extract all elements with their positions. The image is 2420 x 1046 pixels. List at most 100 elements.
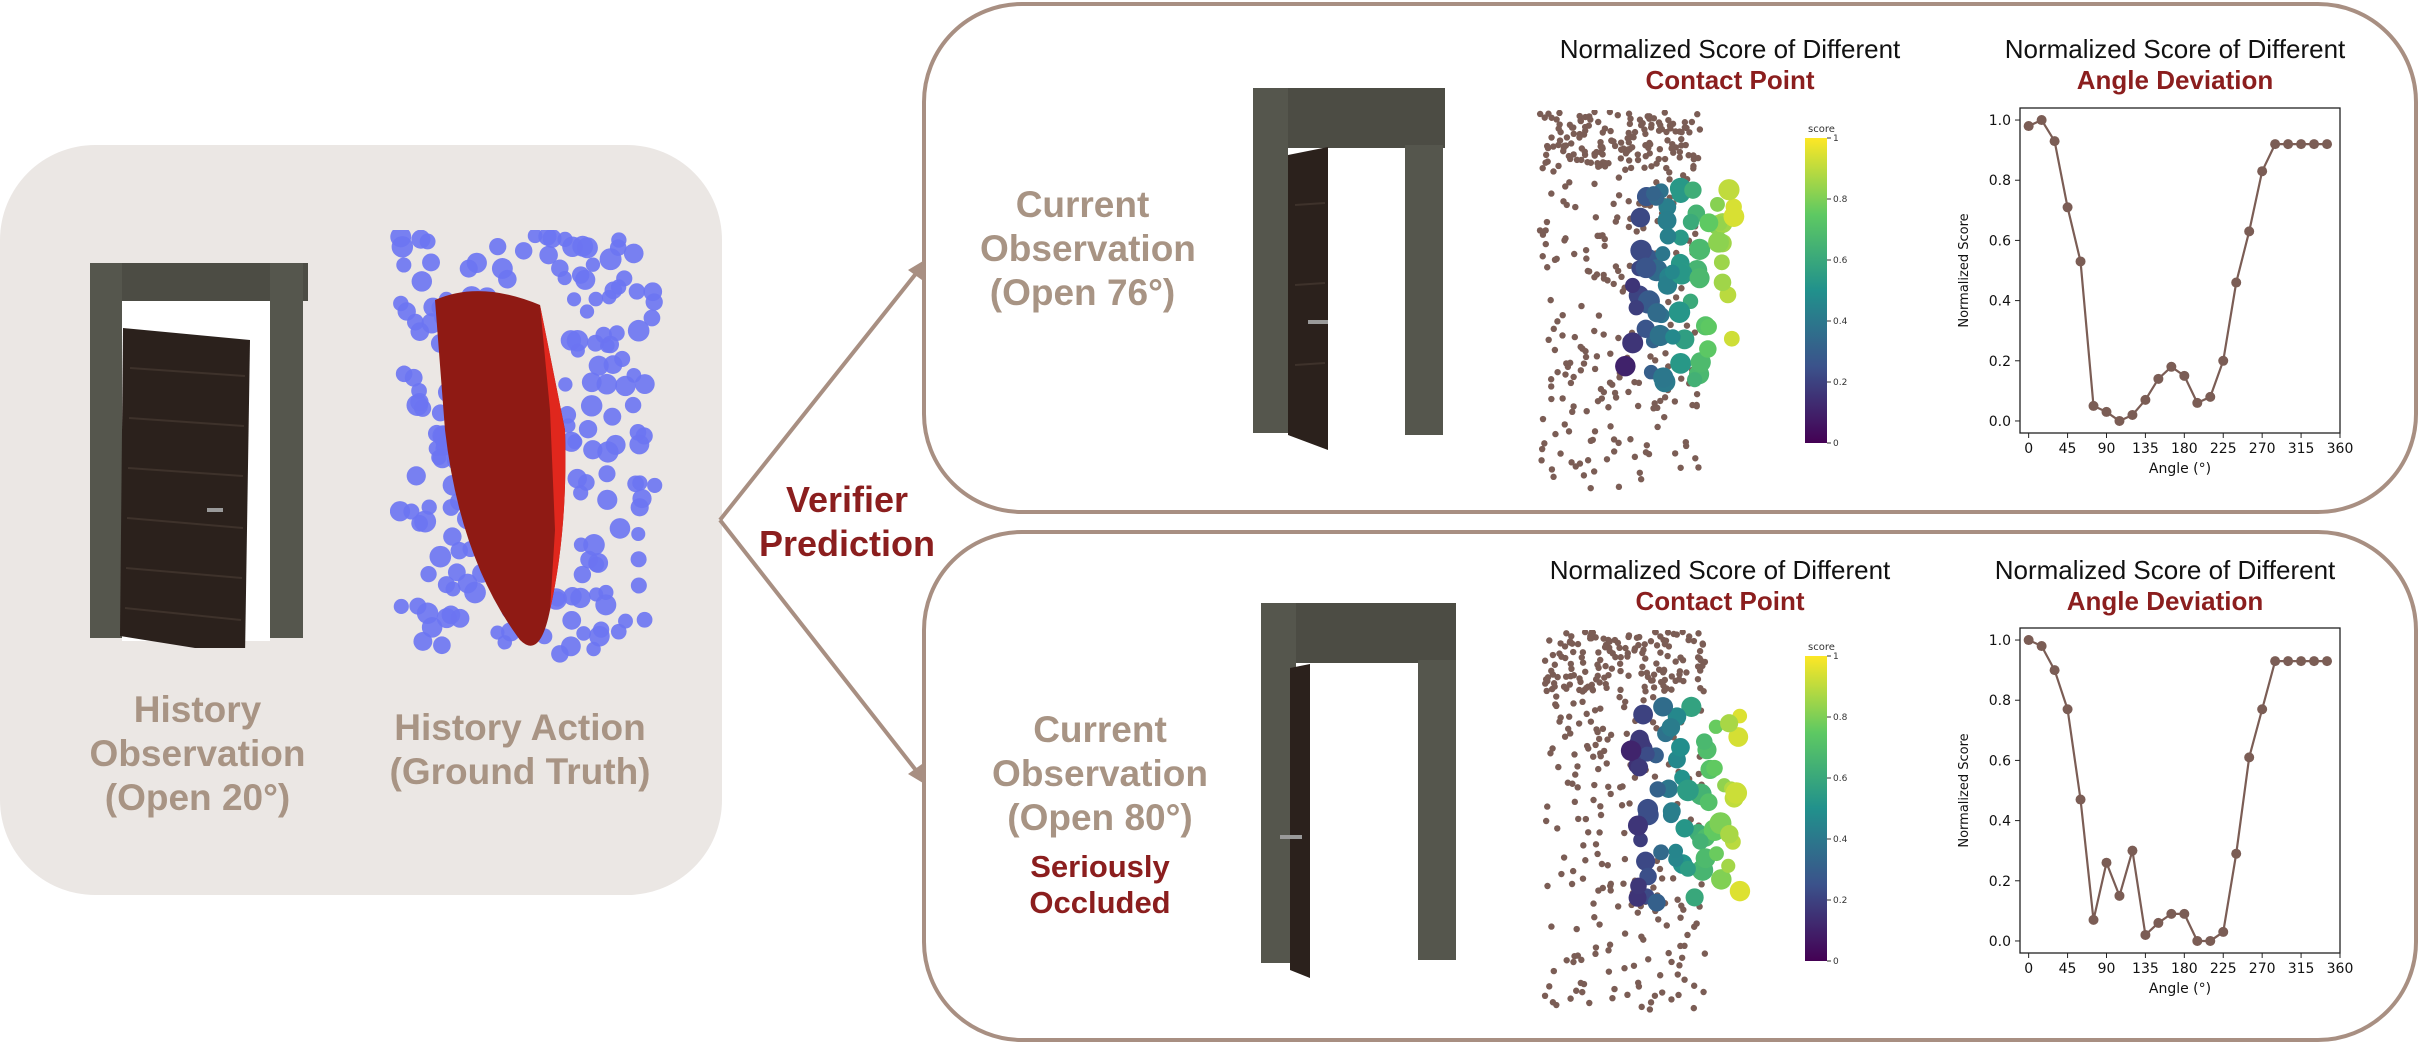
data-point xyxy=(2114,415,2125,426)
data-point xyxy=(2023,121,2034,132)
y-tick-label: 0.6 xyxy=(1989,233,2011,249)
data-point xyxy=(2153,917,2164,928)
data-point xyxy=(2257,704,2268,715)
score-colorbar: score 0 0.2 0.4 0.6 0.8 1 xyxy=(1805,642,1848,967)
data-point xyxy=(2153,373,2164,384)
y-tick-label: 0.4 xyxy=(1989,814,2011,830)
caption-line: (Ground Truth) xyxy=(389,751,651,792)
caption-line: Current xyxy=(1015,184,1150,225)
colorbar-tick-label: 0.2 xyxy=(1833,378,1847,388)
data-point xyxy=(2270,656,2281,667)
current-door-image xyxy=(1261,603,1456,978)
data-point xyxy=(2283,139,2294,150)
title-highlight: Angle Deviation xyxy=(2066,586,2264,616)
occlusion-note: Seriously Occluded xyxy=(1029,849,1171,920)
y-tick-label: 0.2 xyxy=(1989,874,2011,890)
caption-line: (Open 80°) xyxy=(1007,797,1193,838)
title-line: Normalized Score of Different xyxy=(2004,34,2346,64)
series-line xyxy=(2028,118,2328,423)
x-tick-label: 315 xyxy=(2288,441,2315,457)
x-tick-label: 270 xyxy=(2249,961,2276,977)
x-tick-label: 0 xyxy=(2024,441,2033,457)
data-point xyxy=(2257,166,2268,177)
data-point xyxy=(2049,665,2060,676)
data-point xyxy=(2127,409,2138,420)
colorbar-tick-label: 0.6 xyxy=(1833,256,1848,266)
caption-line: (Open 20°) xyxy=(104,777,291,818)
colorbar-tick-label: 0.6 xyxy=(1833,774,1848,784)
current-observation-caption: Current Observation (Open 80°) xyxy=(990,708,1210,840)
data-point xyxy=(2023,635,2034,646)
data-point xyxy=(2231,277,2242,288)
colorbar-tick-label: 1 xyxy=(1833,134,1839,144)
title-highlight: Contact Point xyxy=(1635,586,1805,616)
x-tick-label: 360 xyxy=(2327,441,2354,457)
x-tick-label: 180 xyxy=(2171,441,2198,457)
caption-line: Observation xyxy=(89,733,306,774)
x-tick-label: 315 xyxy=(2288,961,2315,977)
contact-point-cloud xyxy=(1536,110,1745,492)
x-tick-label: 90 xyxy=(2098,961,2116,977)
plot-frame xyxy=(2019,627,2341,954)
data-point xyxy=(2244,752,2255,763)
data-point xyxy=(2101,857,2112,868)
history-door-image xyxy=(90,263,308,648)
colorbar-tick-label: 0.8 xyxy=(1833,195,1848,205)
data-point xyxy=(2296,656,2307,667)
data-point xyxy=(2036,115,2047,126)
colorbar-gradient xyxy=(1805,656,1827,961)
x-tick-label: 270 xyxy=(2249,441,2276,457)
colorbar-tick-label: 0.2 xyxy=(1833,896,1847,906)
y-tick-label: 0.2 xyxy=(1989,354,2011,370)
y-tick-label: 1.0 xyxy=(1989,633,2011,649)
y-tick-label: 1.0 xyxy=(1989,113,2011,129)
data-point xyxy=(2062,202,2073,213)
data-point xyxy=(2140,394,2151,405)
contact-point-title: Normalized Score of Different Contact Po… xyxy=(1525,34,1935,96)
x-tick-label: 90 xyxy=(2098,441,2116,457)
y-axis-label: Normalized Score xyxy=(1957,213,1972,327)
y-tick-label: 0.6 xyxy=(1989,753,2011,769)
caption-line: History xyxy=(133,689,262,730)
current-observation-caption: Current Observation (Open 76°) xyxy=(980,183,1196,315)
current-door-image xyxy=(1253,88,1445,450)
verifier-line: Prediction xyxy=(758,523,936,564)
contact-point-cloud xyxy=(1541,630,1751,1013)
y-tick-label: 0.0 xyxy=(1989,414,2011,430)
data-point xyxy=(2166,361,2177,372)
title-line: Normalized Score of Different xyxy=(1559,34,1901,64)
caption-line: History Action xyxy=(394,707,646,748)
y-tick-label: 0.8 xyxy=(1989,173,2011,189)
colorbar-label: score xyxy=(1808,642,1835,653)
colorbar-tick-label: 1 xyxy=(1833,652,1839,662)
data-point xyxy=(2114,890,2125,901)
angle-deviation-title: Normalized Score of Different Angle Devi… xyxy=(1965,34,2385,96)
colorbar-label: score xyxy=(1808,124,1835,135)
data-point xyxy=(2179,908,2190,919)
current-observation-row-top xyxy=(922,2,2418,514)
x-tick-label: 225 xyxy=(2210,961,2237,977)
data-point xyxy=(2283,656,2294,667)
history-action-caption: History Action (Ground Truth) xyxy=(370,706,670,794)
y-tick-label: 0.4 xyxy=(1989,294,2011,310)
colorbar-tick-label: 0.4 xyxy=(1833,317,1848,327)
x-axis-label: Angle (°) xyxy=(2149,981,2211,997)
data-point xyxy=(2075,794,2086,805)
verifier-prediction-label: Verifier Prediction xyxy=(752,478,942,566)
x-tick-label: 180 xyxy=(2171,961,2198,977)
colorbar-tick-label: 0.4 xyxy=(1833,835,1848,845)
data-point xyxy=(2296,139,2307,150)
x-tick-label: 0 xyxy=(2024,961,2033,977)
x-tick-label: 360 xyxy=(2327,961,2354,977)
colorbar-tick-label: 0.8 xyxy=(1833,713,1848,723)
caption-line: (Open 76°) xyxy=(989,272,1176,313)
x-tick-label: 45 xyxy=(2059,441,2077,457)
colorbar-tick-label: 0 xyxy=(1833,957,1839,967)
angle-deviation-title: Normalized Score of Different Angle Devi… xyxy=(1955,555,2375,617)
x-axis-label: Angle (°) xyxy=(2149,461,2211,477)
data-point xyxy=(2127,845,2138,856)
data-point xyxy=(2101,406,2112,417)
data-point xyxy=(2075,256,2086,267)
